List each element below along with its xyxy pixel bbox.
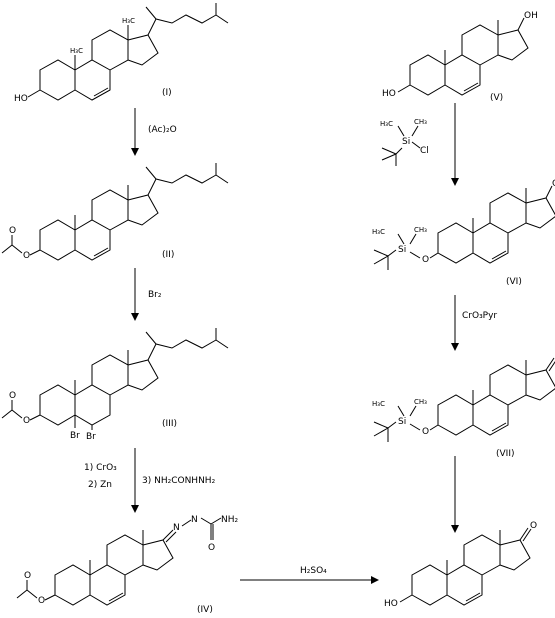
atom-ch3: CH₃ (414, 398, 427, 406)
atom-oh: OH (524, 11, 538, 21)
atom-si: Si (398, 417, 406, 427)
reagent-step3b: 2) Zn (88, 480, 112, 490)
atom-o: O (38, 596, 45, 606)
atom-cl: Cl (420, 146, 429, 156)
atom-n: N (173, 523, 180, 533)
atom-o: O (9, 226, 16, 236)
reagent-tbscl: Si Cl H₃C CH₃ (380, 118, 429, 166)
atom-si: Si (398, 245, 406, 255)
atom-n: N (191, 515, 198, 525)
label-III: (III) (162, 419, 177, 429)
label-IV: (IV) (197, 605, 213, 615)
label-I: (I) (162, 88, 172, 98)
label-V: (V) (490, 93, 503, 103)
atom-h3c: H₃C (372, 228, 385, 236)
reagent-step1: (Ac)₂O (148, 125, 177, 135)
compound-VI: OH O Si H₃C CH₃ (VI) (372, 179, 555, 287)
atom-si: Si (402, 137, 410, 147)
atom-h3c: H₃C (372, 400, 385, 408)
atom-o: O (208, 543, 215, 553)
atom-h3c: H₃C (380, 120, 393, 128)
label-II: (II) (162, 250, 174, 260)
atom-o: O (422, 427, 429, 437)
atom-o: O (23, 251, 30, 261)
atom-o: O (9, 391, 16, 401)
atom-ch3: CH₃ (414, 118, 427, 126)
atom-o: O (530, 521, 537, 531)
label-VII: (VII) (496, 449, 515, 459)
reagent-step5: H₂SO₄ (300, 566, 327, 576)
compound-V: OH HO (V) (382, 11, 538, 103)
atom-o: O (23, 416, 30, 426)
atom-ho: HO (14, 94, 28, 104)
atom-br: Br (70, 431, 80, 441)
atom-h3c: H₃C (70, 47, 83, 55)
reagent-step4: CrO₃Pyr (462, 311, 497, 321)
atom-nh2: NH₂ (221, 515, 239, 525)
reagent-step3c: 3) NH₂CONHNH₂ (142, 476, 216, 486)
compound-IV: N N O NH₂ O O (IV) (16, 515, 239, 615)
atom-ho: HO (384, 599, 398, 609)
atom-oh: OH (552, 179, 555, 189)
reagent-step2: Br₂ (148, 290, 162, 300)
compound-II: O O H₃C (II) (1, 162, 229, 261)
compound-III: O O Br Br (III) (1, 327, 229, 442)
reagent-step3a: 1) CrO₃ (84, 463, 117, 473)
atom-br: Br (86, 432, 96, 442)
atom-ho: HO (382, 89, 396, 99)
atom-o: O (422, 255, 429, 265)
compound-VII: O O Si H₃C CH₃ (VII) (372, 357, 555, 459)
atom-h3c: H₃C (122, 17, 135, 25)
atom-o: O (24, 571, 31, 581)
atom-ch3: CH₃ (414, 226, 427, 234)
compound-product: O HO (384, 521, 537, 609)
compound-I: HO H₃C H₃C (I) (14, 2, 229, 104)
label-VI: (VI) (506, 277, 522, 287)
